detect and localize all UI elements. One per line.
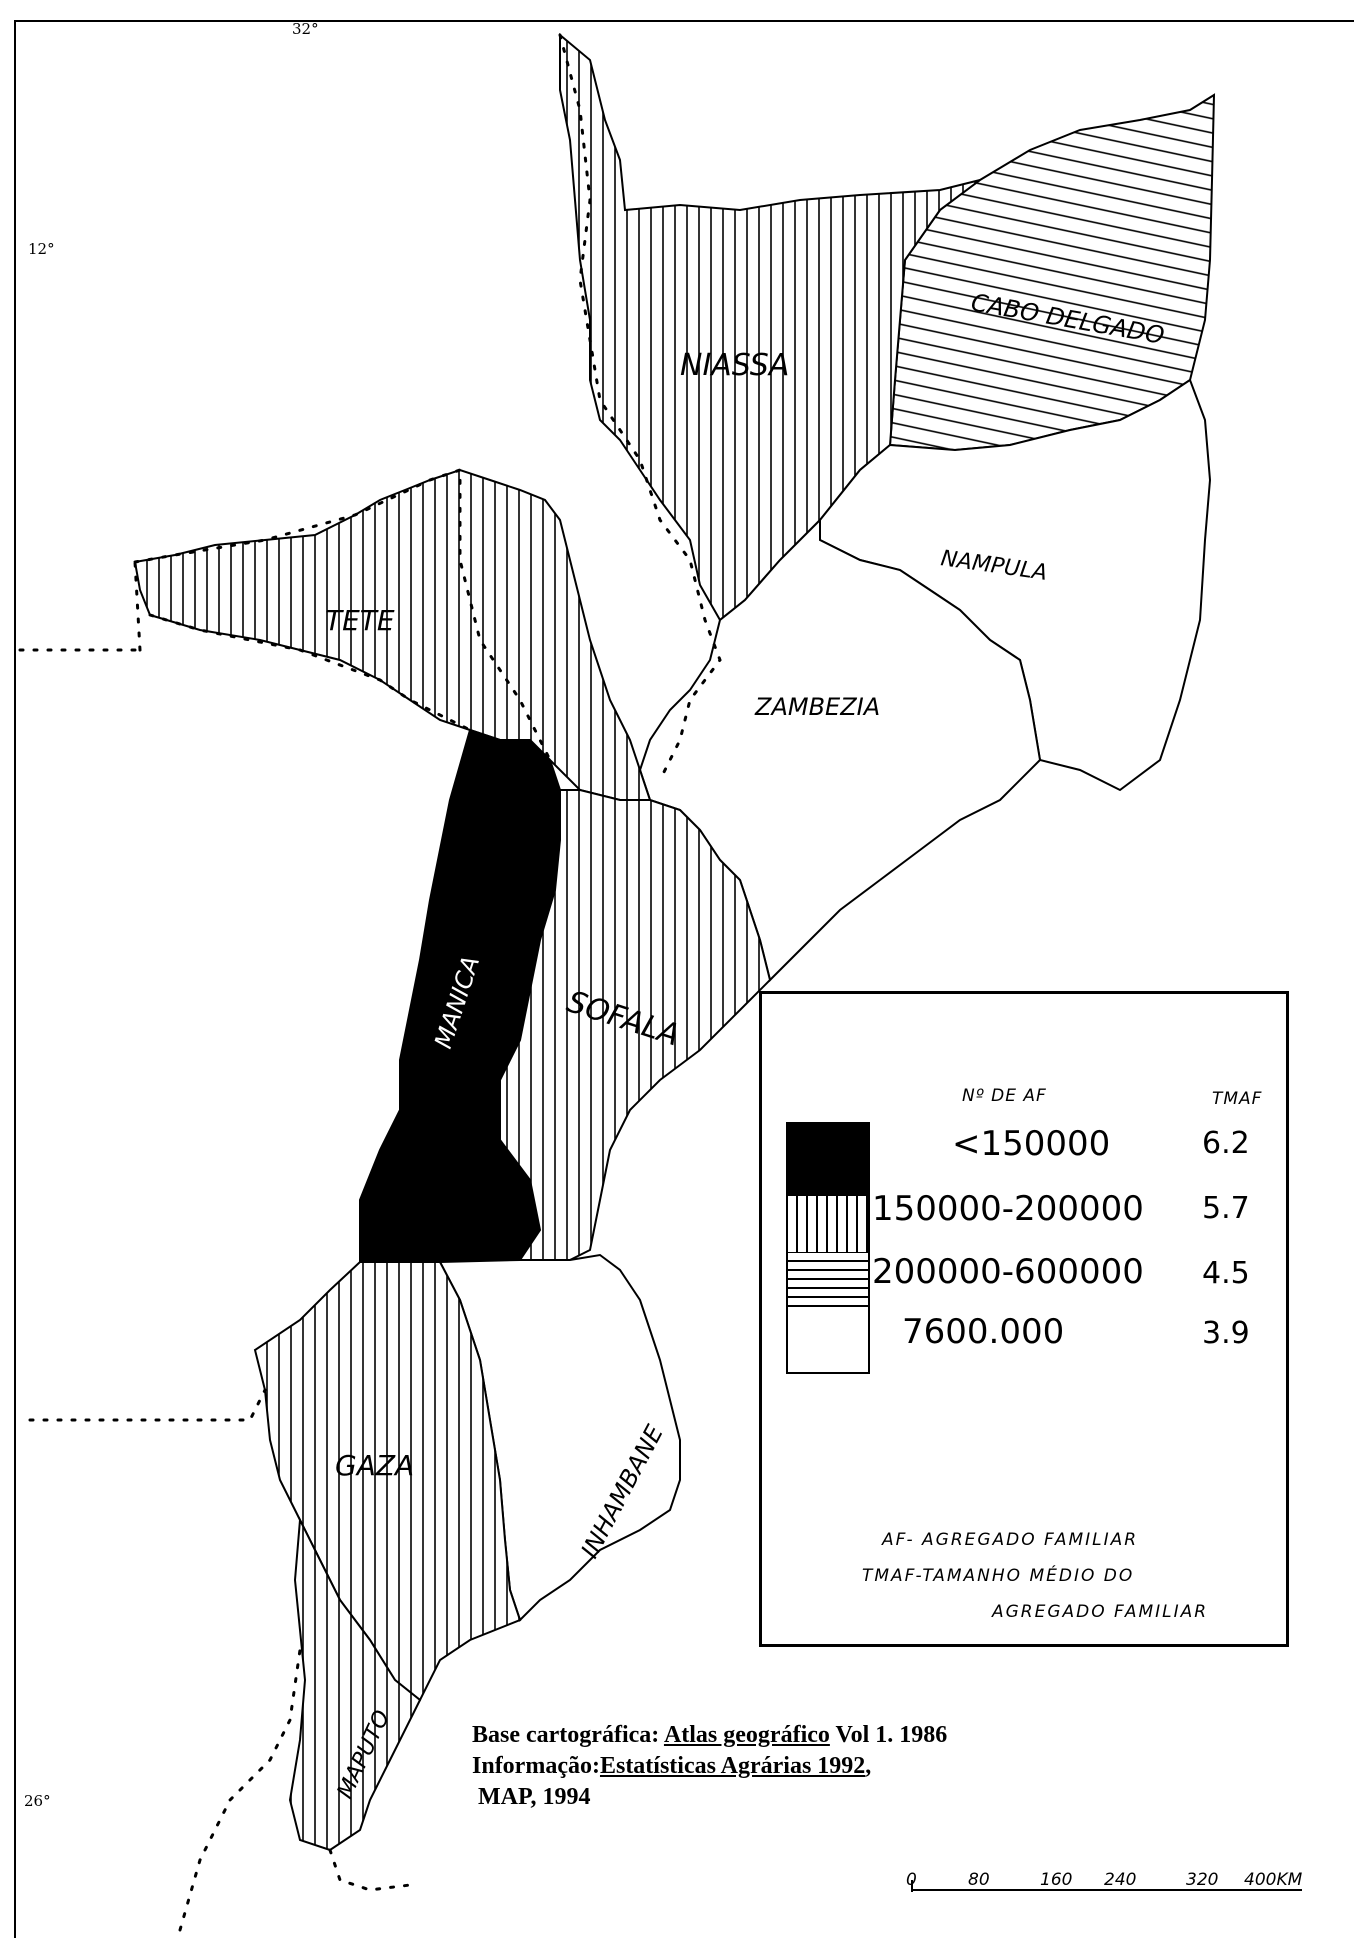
legend-range-1: <150000 — [952, 1124, 1111, 1164]
scale-tick-320: 320 — [1186, 1870, 1219, 1890]
credit-source: MAP, 1994 — [478, 1784, 591, 1810]
scale-tick-400: 400KM — [1244, 1870, 1303, 1890]
legend-range-2: 150000-200000 — [872, 1189, 1144, 1229]
legend-swatch-blank — [786, 1314, 870, 1374]
border-tete-south — [148, 613, 472, 732]
border-malawi — [558, 33, 722, 782]
legend-header-af: Nº DE AF — [962, 1086, 1047, 1106]
legend-tmaf-3: 4.5 — [1202, 1256, 1250, 1291]
province-maputo — [288, 1516, 422, 1852]
legend-range-4: 7600.000 — [902, 1312, 1065, 1352]
border-maputo-south — [328, 1848, 412, 1892]
legend-swatch-horizontal — [786, 1252, 870, 1314]
legend-swatch-vertical — [786, 1194, 870, 1252]
scale-tick-240: 240 — [1104, 1870, 1137, 1890]
label-tete: TETE — [325, 604, 395, 637]
legend-tmaf-1: 6.2 — [1202, 1126, 1250, 1161]
map-frame — [14, 20, 1354, 1938]
map-credits: Base cartográfica: Atlas geográfico Vol … — [472, 1720, 947, 1813]
legend-header-tmaf: TMAF — [1212, 1089, 1263, 1109]
label-niassa: NIASSA — [680, 348, 789, 383]
graticule-lat-12: 12° — [28, 240, 55, 258]
graticule-lon-32: 32° — [292, 20, 319, 38]
credit-stats-link: Estatísticas Agrárias 1992 — [599, 1753, 866, 1779]
border-zimbabwe — [133, 467, 552, 762]
legend-box: Nº DE AF TMAF <150000 6.2 150000-200000 … — [759, 991, 1289, 1647]
legend-swatch-solid — [786, 1122, 870, 1194]
province-sofala — [499, 789, 772, 1261]
province-tete — [133, 468, 652, 801]
credit-base: Base cartográfica: Atlas geográfico Vol … — [472, 1722, 948, 1748]
scale-bar — [911, 1880, 1302, 1892]
legend-tmaf-2: 5.7 — [1202, 1191, 1250, 1226]
border-swaziland — [178, 1648, 302, 1932]
label-zambezia: ZAMBEZIA — [754, 693, 880, 721]
graticule-lat-26: 26° — [24, 1792, 51, 1810]
legend-tmaf-4: 3.9 — [1202, 1316, 1250, 1351]
legend-note-tmaf-2: AGREGADO FAMILIAR — [992, 1602, 1209, 1622]
credit-info: Informação:Estatísticas Agrárias 1992, — [472, 1753, 872, 1779]
scale-tick-80: 80 — [968, 1870, 990, 1890]
credit-atlas-link: Atlas geográfico — [663, 1722, 830, 1748]
scale-tick-0: 0 — [906, 1870, 917, 1890]
border-south-africa — [28, 1388, 267, 1422]
legend-note-tmaf-1: TMAF-TAMANHO MÉDIO DO — [862, 1566, 1135, 1586]
legend-note-af: AF- AGREGADO FAMILIAR — [882, 1530, 1139, 1550]
legend-range-3: 200000-600000 — [872, 1252, 1144, 1292]
scale-tick-160: 160 — [1040, 1870, 1073, 1890]
province-zambezia — [638, 517, 1042, 982]
label-gaza: GAZA — [335, 1449, 414, 1482]
